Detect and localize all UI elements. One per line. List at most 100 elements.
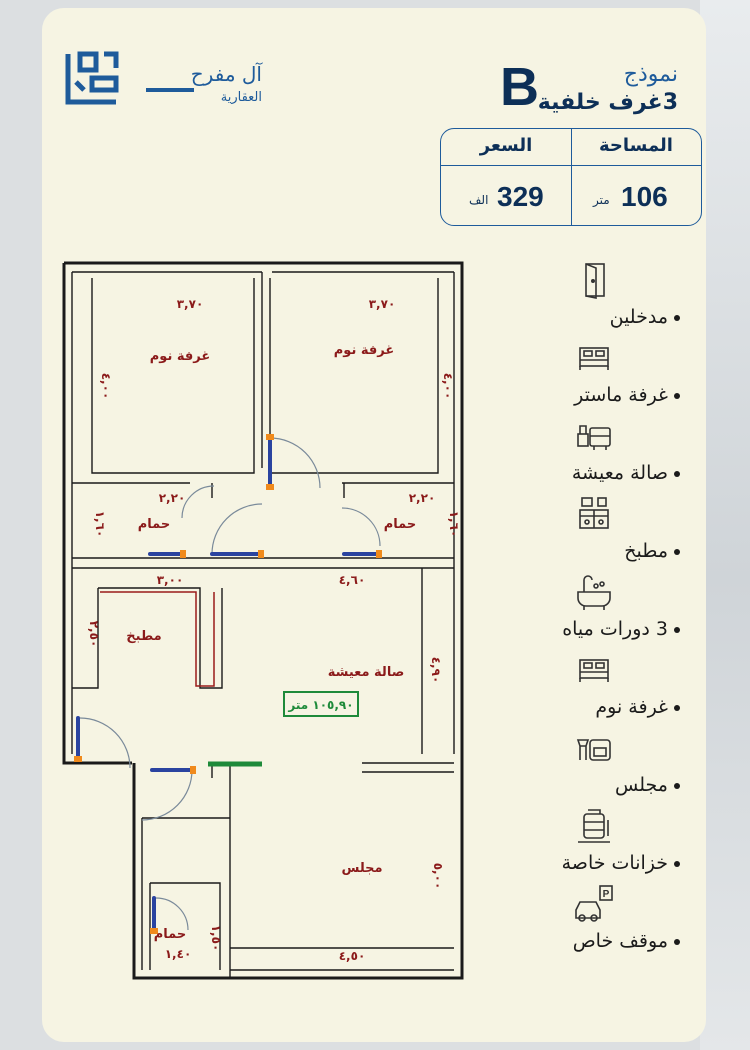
room-bedroom-right: غرفة نوم (334, 343, 394, 358)
bathtub-icon (577, 575, 611, 610)
outer-wall-top (62, 261, 464, 765)
dim-label: ٤,٠٠ (99, 373, 113, 400)
features-list: مدخلين غرفة ماستر صالة معيشة مطبخ (482, 260, 702, 980)
dim-label: ٣,٧٠ (177, 297, 204, 311)
feature-label: 3 دورات مياه (562, 618, 668, 640)
area-price-box: المساحة السعر 106 متر 329 الف (440, 128, 702, 226)
water-tank-icon (578, 809, 610, 843)
feature-item-bathrooms: 3 دورات مياه (482, 572, 692, 650)
room-bedroom-left: غرفة نوم (150, 349, 210, 364)
room-kitchen: مطبخ (126, 629, 161, 644)
feature-label: مجلس (615, 774, 668, 796)
dim-label: ٤,٥٠ (339, 949, 366, 963)
kitchen-icon (579, 497, 609, 529)
brand-name: آل مفرح (190, 62, 262, 86)
room-bath-right: حمام (384, 517, 417, 532)
dim-label: ١,٥٠ (209, 925, 223, 952)
model-letter: B (500, 57, 539, 117)
feature-label: غرفة ماستر (574, 384, 668, 406)
dim-label: ٢,٢٠ (159, 491, 186, 505)
door-icon (585, 263, 605, 299)
door-hinge (150, 928, 158, 934)
svg-text:P: P (603, 889, 610, 900)
area-badge: ١٠٥,٩٠ متر (287, 698, 353, 712)
brand-subtitle: العقارية (220, 90, 262, 105)
feature-bullet (674, 315, 680, 321)
door-swing-bath-left (181, 485, 215, 519)
price-value: 329 (497, 181, 544, 212)
feature-label: موقف خاص (572, 930, 668, 952)
door-hinge (180, 550, 186, 558)
outer-wall-bottom (132, 763, 464, 980)
feature-bullet (674, 627, 680, 633)
door-swing-bath-small (155, 897, 189, 931)
feature-item-living-room: صالة معيشة (482, 416, 692, 494)
feature-item-entrances: مدخلين (482, 260, 692, 338)
room-bath-small: حمام (154, 927, 187, 942)
feature-bullet (674, 861, 680, 867)
brochure-card: آل مفرح العقارية B نموذج 3غرف خلفية المس… (42, 8, 706, 1042)
dim-label: ٤,٦٠ (339, 573, 366, 587)
feature-label: غرفة نوم (595, 696, 668, 718)
feature-bullet (674, 393, 680, 399)
feature-bullet (674, 783, 680, 789)
area-unit: متر (593, 193, 610, 207)
brand-logo: آل مفرح العقارية (56, 44, 286, 112)
bed-icon (579, 659, 609, 682)
dim-label: ٤,٠٠ (441, 373, 455, 400)
feature-bullet (674, 939, 680, 945)
info-divider-v (571, 129, 572, 225)
dim-label: ٢,٥٠ (87, 621, 101, 648)
feature-label: مطبخ (624, 540, 668, 562)
armchair-icon (576, 739, 611, 761)
feature-label: صالة معيشة (571, 462, 668, 484)
parking-icon: P (575, 885, 613, 922)
model-title: نموذج (623, 62, 678, 87)
feature-label: خزانات خاصة (561, 852, 668, 874)
dim-label: ٤,٩٠ (429, 657, 443, 684)
feature-bullet (674, 549, 680, 555)
background-photo (700, 0, 750, 1050)
kitchen-counter (100, 591, 215, 687)
door-swing-bath-right (341, 507, 381, 547)
dim-label: ١,٤٠ (165, 947, 192, 961)
dim-label: ٢,٢٠ (409, 491, 436, 505)
door-swing-center-b (269, 437, 321, 489)
feature-label: مدخلين (609, 306, 668, 328)
room-bath-left: حمام (138, 517, 171, 532)
feature-bullet (674, 471, 680, 477)
inner-walls (71, 271, 455, 978)
door-hinge (266, 484, 274, 490)
feature-item-water-tanks: خزانات خاصة (482, 806, 692, 884)
door-hinge (190, 766, 196, 774)
dim-label: ١,٦٠ (93, 511, 107, 538)
feature-item-parking: P موقف خاص (482, 884, 692, 962)
feature-item-kitchen: مطبخ (482, 494, 692, 572)
feature-item-master-bedroom: غرفة ماستر (482, 338, 692, 416)
price-label: السعر (479, 135, 533, 156)
room-majlis: مجلس (341, 861, 382, 876)
bed-icon (579, 347, 609, 370)
room-living: صالة معيشة (328, 665, 405, 680)
dim-label: ١,٦٠ (447, 511, 461, 538)
door-hinge (266, 434, 274, 440)
door-hinge (258, 550, 264, 558)
dim-label: ٥,٠٠ (431, 863, 445, 890)
feature-item-bedroom: غرفة نوم (482, 650, 692, 728)
area-value: 106 (621, 181, 668, 212)
door-swing-center-a (211, 503, 263, 555)
door-swing-majlis (141, 769, 193, 821)
brand-underline (146, 88, 194, 92)
price-unit: الف (469, 193, 489, 207)
dim-label: ٣,٧٠ (369, 297, 396, 311)
floor-plan: ١٠٥,٩٠ متر غرفة نوم غرفة نوم حمام حمام م… (62, 261, 464, 980)
brand-logo-mark (65, 51, 119, 105)
area-badge-box (283, 691, 359, 717)
door-hinge (74, 756, 82, 762)
feature-bullet (674, 705, 680, 711)
door-swing-entry (79, 717, 131, 769)
model-subtitle: 3غرف خلفية (537, 90, 678, 115)
feature-item-majlis: مجلس (482, 728, 692, 806)
dim-label: ٣,٠٠ (157, 573, 184, 587)
door-hinge (376, 550, 382, 558)
